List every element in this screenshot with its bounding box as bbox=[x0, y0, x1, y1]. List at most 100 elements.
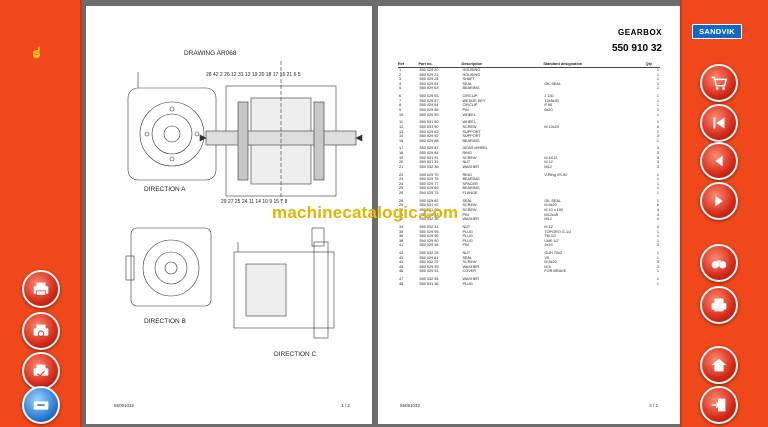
cell-qty: 3 bbox=[656, 146, 659, 151]
cell-standard: M12x45 bbox=[544, 212, 558, 217]
cell-description: CIRCLIP bbox=[462, 94, 478, 99]
parts-list-page: GEARBOX 550 910 32 Ref Part no. Descript… bbox=[378, 6, 680, 424]
cell-qty: 1 bbox=[656, 129, 659, 134]
cell-description: WASHER bbox=[462, 264, 479, 269]
cell-part-no: 550 531 93 bbox=[419, 207, 439, 212]
cell-standard: E 90 bbox=[544, 103, 553, 108]
print-icon bbox=[33, 282, 49, 296]
cell-description: SPACER bbox=[462, 181, 478, 186]
cell-ref: 9 bbox=[399, 107, 402, 112]
watermark: machinecatalogic.com bbox=[272, 203, 459, 222]
cell-standard: M 8x20 bbox=[544, 260, 557, 265]
link-button[interactable] bbox=[22, 386, 60, 424]
cell-qty: 1 bbox=[656, 238, 659, 243]
home-button[interactable] bbox=[700, 346, 738, 384]
cell-part-no: 550 032 36 bbox=[419, 164, 439, 169]
print-preview-button[interactable] bbox=[22, 312, 60, 350]
header-standard: Standard designation bbox=[543, 62, 646, 68]
cell-qty: 2 bbox=[656, 107, 659, 112]
cell-qty: 6 bbox=[656, 124, 659, 129]
cell-ref: 13 bbox=[399, 129, 404, 134]
cell-standard: VS bbox=[544, 255, 550, 260]
cell-part-no: 550 531 50 bbox=[419, 120, 439, 125]
cell-qty: 1 bbox=[656, 277, 659, 282]
cell-part-no: 550 029 84 bbox=[419, 151, 439, 156]
cell-part-no: 550 029 92 bbox=[419, 134, 439, 139]
header-description: Description bbox=[461, 62, 544, 68]
cell-ref: 23 bbox=[399, 177, 404, 182]
cell-ref: 8 bbox=[399, 103, 402, 108]
footer-page-number: 1 / 2 bbox=[341, 403, 350, 408]
cell-ref: 12 bbox=[399, 124, 404, 129]
print-button[interactable] bbox=[22, 270, 60, 308]
cell-part-no: 550 029 76 bbox=[419, 177, 439, 182]
link-icon bbox=[33, 401, 49, 410]
cell-description: WASHER bbox=[462, 164, 479, 169]
cell-description: NUT bbox=[462, 160, 471, 165]
cell-part-no: 550 029 70 bbox=[419, 172, 439, 177]
header-qty: Qty bbox=[645, 62, 660, 68]
cell-standard: M 4X12 bbox=[544, 155, 558, 160]
cell-part-no: 550 029 87 bbox=[419, 146, 439, 151]
cell-ref: 21 bbox=[399, 164, 404, 169]
cell-description: BEARING bbox=[462, 138, 480, 143]
exit-button[interactable] bbox=[700, 386, 738, 424]
cell-ref: 4 bbox=[399, 81, 402, 86]
cell-part-no: 550 029 91 bbox=[419, 269, 439, 274]
cell-qty: 1 bbox=[656, 186, 659, 191]
cell-description: SCREW bbox=[462, 124, 477, 129]
printer-button[interactable] bbox=[700, 286, 738, 324]
cell-standard: TOPGRO G-1/2 bbox=[544, 229, 572, 234]
cell-ref: 11 bbox=[399, 120, 403, 125]
cell-part-no: 550 531 90 bbox=[419, 124, 439, 129]
print-preview-icon bbox=[33, 324, 49, 337]
cell-standard: 3x19 bbox=[544, 243, 553, 248]
cell-ref: 38 bbox=[399, 238, 404, 243]
cell-part-no: 550 531 36 bbox=[419, 281, 439, 286]
previous-page-button[interactable] bbox=[700, 142, 738, 180]
cell-ref: 35 bbox=[399, 229, 404, 234]
cell-description: NUT bbox=[462, 224, 471, 229]
first-page-button[interactable] bbox=[700, 104, 738, 142]
header-part-no: Part no. bbox=[418, 62, 462, 68]
cell-qty: 3 bbox=[656, 151, 659, 156]
cell-ref: 19 bbox=[399, 155, 404, 160]
cart-button[interactable] bbox=[700, 64, 738, 102]
cell-part-no: 550 532 28 bbox=[419, 251, 439, 256]
cell-qty: 1 bbox=[656, 281, 659, 286]
cell-ref: 47 bbox=[399, 277, 404, 282]
cell-description: WHEEL bbox=[462, 112, 476, 117]
cell-ref: 34 bbox=[399, 224, 404, 229]
search-button[interactable] bbox=[700, 244, 738, 282]
cell-part-no: 550 531 31 bbox=[419, 160, 439, 165]
cell-standard: OIL SEAL bbox=[544, 81, 562, 86]
cell-description: SCREW bbox=[462, 207, 477, 212]
cell-qty: 1 bbox=[656, 251, 659, 256]
cell-qty: 1 bbox=[656, 120, 659, 125]
search-icon bbox=[711, 260, 727, 269]
exit-icon bbox=[711, 398, 726, 412]
cell-part-no: 550 032 36 bbox=[419, 217, 439, 222]
print-settings-button[interactable] bbox=[22, 352, 60, 390]
next-page-button[interactable] bbox=[700, 182, 738, 220]
cell-description: PLUG bbox=[462, 281, 473, 286]
cell-part-no: 550 029 55 bbox=[419, 107, 439, 112]
cart-icon bbox=[711, 76, 728, 90]
cell-qty: 5 bbox=[656, 155, 659, 160]
cell-description: RING bbox=[462, 172, 472, 177]
cell-description: GEAR WHEEL bbox=[462, 146, 488, 151]
cell-qty: 1 bbox=[656, 103, 659, 108]
cell-qty: 3 bbox=[656, 260, 659, 265]
cell-description: WASHER bbox=[462, 277, 479, 282]
footer-doc-number: 55091032 bbox=[114, 403, 135, 408]
cell-qty: 1 bbox=[656, 81, 659, 86]
